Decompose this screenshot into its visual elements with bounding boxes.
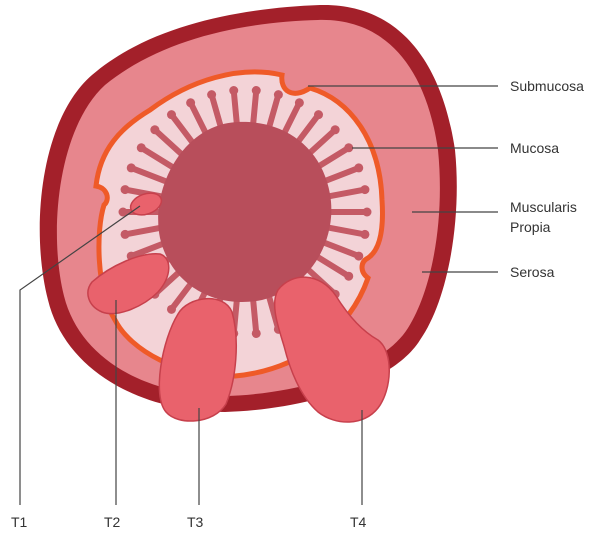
submucosa-label: Submucosa [510,78,584,94]
villus-tip [314,110,323,119]
serosa-label: Serosa [510,264,555,280]
villus-tip [344,272,353,281]
villus-tip [121,230,130,239]
villus-tip [354,252,363,261]
mucosa-label: Mucosa [510,140,559,156]
muscularis-propria-label-line1: Muscularis [510,199,577,215]
t4-label: T4 [350,514,367,530]
t1-label: T1 [11,514,28,530]
muscularis-propria-label-line2: Propia [510,219,551,235]
villus-tip [274,90,283,99]
villus-tip [167,110,176,119]
villus-tip [360,230,369,239]
villus-tip [363,208,372,217]
villus-tip [207,90,216,99]
villus [253,91,256,127]
villus-tip [354,163,363,172]
villus-tip [295,98,304,107]
villus-tip [150,125,159,134]
villus-tip [344,143,353,152]
villus-tip [137,143,146,152]
villus [253,298,256,334]
villus-tip [331,125,340,134]
villus-tip [186,98,195,107]
villus-tip [167,305,176,314]
villus-tip [252,86,261,95]
villus-tip [229,86,238,95]
villus [234,91,237,127]
villus-tip [121,185,130,194]
t3-label: T3 [187,514,204,530]
villus-tip [252,329,261,338]
villus-tip [360,185,369,194]
t2-label: T2 [104,514,121,530]
villus-tip [127,163,136,172]
